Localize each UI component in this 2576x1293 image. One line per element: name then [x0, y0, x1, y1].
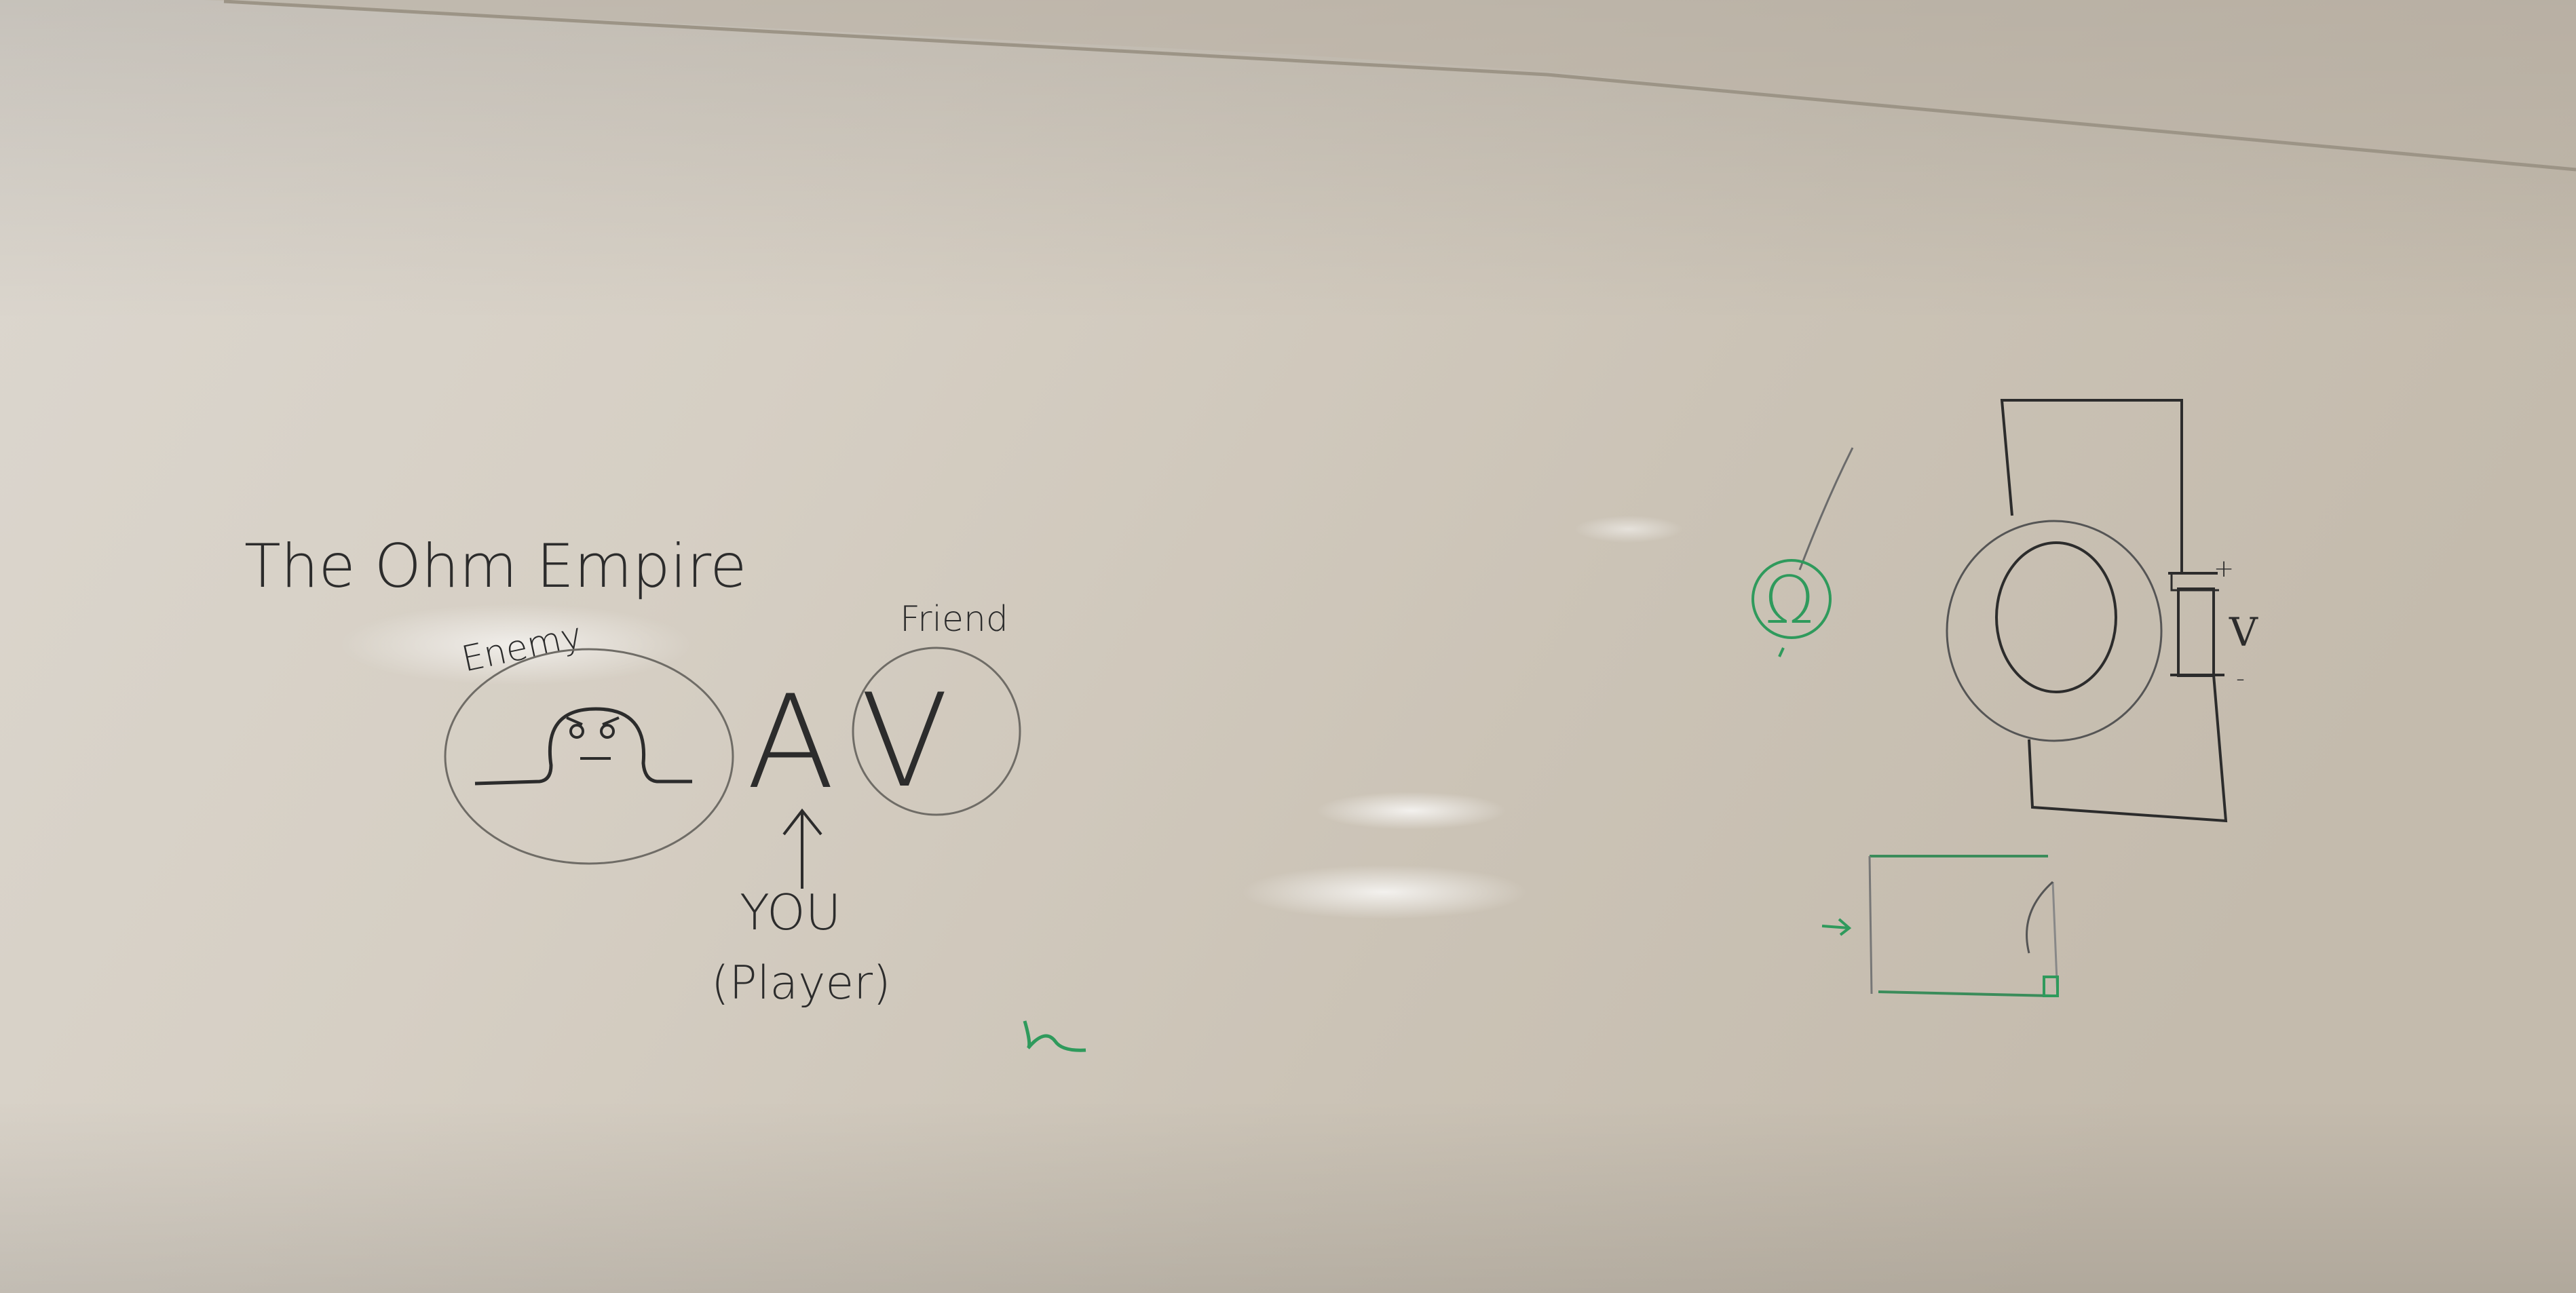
ohm-inner-ring — [1995, 541, 2117, 693]
green-tick — [1778, 647, 1785, 657]
glare-mid-bottom — [1242, 865, 1527, 919]
green-box-diagram — [1821, 855, 2059, 998]
green-squiggle — [1023, 1020, 1086, 1052]
player-letter: A — [746, 668, 835, 817]
battery-label: V — [2229, 609, 2258, 655]
glare-mid-top — [1317, 792, 1507, 830]
ohm-pointer-line — [1798, 447, 1854, 571]
player-label-player: (Player) — [711, 957, 891, 1010]
circuit-wire-bottom — [2028, 674, 2228, 823]
glare-right — [1574, 516, 1683, 543]
friend-label: Friend — [900, 599, 1008, 640]
enemy-circle — [444, 648, 734, 865]
circuit-sketch: Ω + - V — [1751, 399, 2258, 998]
ohm-outer-ring — [1946, 520, 2163, 742]
battery-icon — [2168, 572, 2224, 677]
friend-circle — [852, 646, 1021, 816]
sketch-title: The Ohm Empire — [244, 531, 746, 601]
board-top-frame — [204, 0, 2576, 170]
friend-letter: V — [860, 666, 949, 816]
ohm-bubble — [1751, 559, 1832, 639]
battery-minus: - — [2236, 665, 2245, 693]
ohm-symbol: Ω — [1764, 562, 1814, 638]
battery-plus: + — [2214, 555, 2234, 583]
up-arrow-icon — [782, 808, 822, 889]
glare-left — [339, 604, 692, 685]
board-top-edge-line — [223, 0, 2576, 172]
player-label-you: YOU — [740, 884, 841, 941]
angry-face-icon — [566, 716, 620, 760]
circuit-wire — [2000, 399, 2183, 573]
enemy-omega-glyph — [474, 707, 692, 786]
